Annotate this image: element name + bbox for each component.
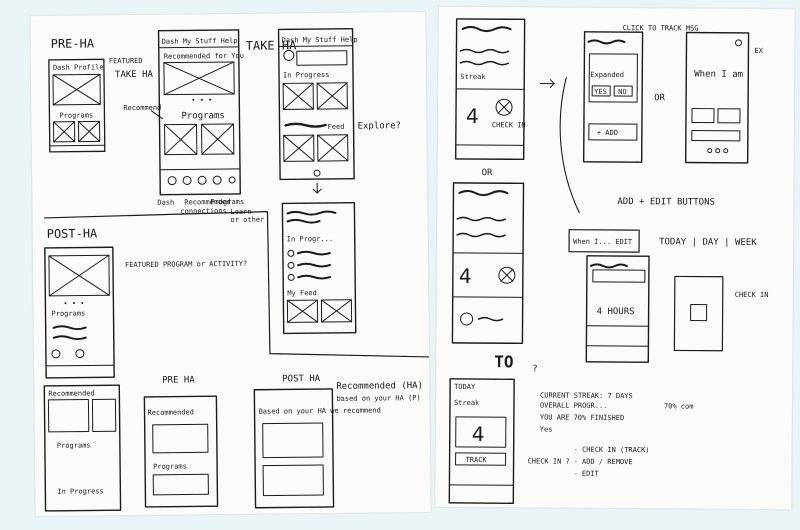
when-i-edit-label: When I... EDIT bbox=[573, 238, 633, 246]
recommended-for-you-label: Recommended for You bbox=[164, 52, 244, 61]
nav-label-programs: Programs bbox=[210, 198, 244, 206]
featured-label: FEATURED bbox=[109, 57, 143, 65]
yes-button[interactable]: YES bbox=[594, 88, 607, 96]
track-button[interactable]: TRACK bbox=[466, 456, 488, 464]
take-ha-big-label: TAKE HA bbox=[246, 38, 297, 53]
featured-program-label: FEATURED PROGRAM or ACTIVITY? bbox=[125, 260, 247, 269]
right-sketch-drawing: Streak 4 CHECK IN OR Expanded YES NO + A… bbox=[448, 18, 769, 504]
recommended-label: Recommended bbox=[48, 389, 94, 397]
post-ha-2-title: POST HA bbox=[282, 374, 321, 384]
four-big: 4 bbox=[472, 422, 485, 446]
when-i-am-label: When I am bbox=[694, 70, 743, 80]
phone-sketch-in-progress: Dash My Stuff Help In Progress bbox=[277, 28, 358, 181]
phone-sketch-recommended: Recommended Programs In Progress bbox=[43, 384, 122, 512]
check-in-question: CHECK IN ? bbox=[528, 457, 570, 465]
svg-text:• • •: • • • bbox=[63, 300, 84, 308]
add-edit-buttons-label: ADD + EDIT BUTTONS bbox=[617, 197, 715, 208]
phone-sketch-dashboard: Dash My Stuff Help Recommended for You •… bbox=[157, 29, 244, 196]
question-label: ? bbox=[532, 364, 537, 374]
in-progress-bottom-label: In Progress bbox=[57, 487, 103, 495]
action-add-remove: - ADD / REMOVE bbox=[574, 458, 633, 466]
mid-tabs-label: Dash My Stuff Help bbox=[162, 37, 238, 46]
note-yes: Yes bbox=[540, 425, 553, 433]
add-button[interactable]: + ADD bbox=[597, 129, 618, 137]
explore-label: Explore? bbox=[358, 121, 401, 131]
svg-text:• • •: • • • bbox=[191, 96, 212, 104]
ex-label: EX bbox=[754, 47, 763, 55]
nav-label-dash: Dash bbox=[157, 199, 174, 207]
action-check-in: - CHECK IN (TRACK) bbox=[574, 446, 650, 455]
phone-sketch-feed: In Progr... My Feed bbox=[281, 201, 357, 335]
nav-label-recommended: Recommended bbox=[184, 198, 230, 206]
my-feed-label: My Feed bbox=[287, 289, 317, 297]
streak-final-label: Streak bbox=[454, 399, 480, 407]
left-sketch-sheet: PRE-HA Dash Profile Programs FEATURED TA… bbox=[30, 11, 431, 517]
in-progress-2-label: In Progr... bbox=[287, 235, 333, 243]
note-current-streak: CURRENT STREAK: 7 DAYS bbox=[540, 391, 633, 400]
phone-sketch-pre-ha: Dash Profile Programs bbox=[48, 58, 106, 153]
programs-bottom-label: Programs bbox=[57, 441, 91, 449]
check-in-label: CHECK IN bbox=[492, 121, 526, 129]
dash-profile-label: Dash Profile bbox=[53, 63, 104, 72]
in-progress-label: In Progress bbox=[283, 71, 329, 79]
progress-note: 70% com bbox=[664, 402, 694, 410]
nav-label-other: or other bbox=[230, 216, 264, 224]
today-day-week-label: TODAY | DAY | WEEK bbox=[659, 237, 757, 248]
or-label-1: OR bbox=[482, 168, 493, 178]
phone-sketch-four-hours: 4 HOURS bbox=[585, 255, 650, 363]
svg-text:4: 4 bbox=[459, 264, 472, 288]
programs-post-label: Programs bbox=[51, 310, 85, 318]
day-count: 4 bbox=[466, 104, 479, 128]
no-button[interactable]: NO bbox=[618, 88, 626, 96]
right-sketch-sheet: Streak 4 CHECK IN OR Expanded YES NO + A… bbox=[435, 6, 795, 510]
or-label-2: OR bbox=[654, 93, 665, 103]
phone-sketch-post-ha-2: Based on your HA we recommend bbox=[253, 388, 381, 509]
based-on-ha-label: Based on your HA we recommend bbox=[259, 406, 381, 415]
streak-label: Streak bbox=[460, 73, 486, 81]
feed-label: Feed bbox=[328, 123, 345, 131]
recommended-ha-note: Recommended (HA) bbox=[336, 381, 423, 392]
phone-sketch-when-i-am: When I am bbox=[684, 31, 750, 164]
check-in-right-label: CHECK IN bbox=[735, 291, 769, 299]
phone-sketch-streak-2: 4 bbox=[451, 182, 525, 345]
programs-small-label: Programs bbox=[59, 111, 93, 119]
phone-sketch-pre-ha-2: Recommended Programs bbox=[143, 395, 219, 508]
post-ha-title: POST-HA bbox=[47, 226, 98, 241]
right-tabs-label: Dash My Stuff Help bbox=[282, 36, 358, 45]
pre-ha-2-title: PRE HA bbox=[162, 375, 195, 385]
phone-sketch-track-msg: Expanded YES NO + ADD bbox=[582, 31, 644, 163]
left-sketch-drawing: PRE-HA Dash Profile Programs FEATURED TA… bbox=[43, 28, 430, 512]
nav-label-connections: connections bbox=[180, 207, 226, 215]
phone-sketch-streak: Streak 4 CHECK IN bbox=[454, 18, 526, 161]
to-label: TO bbox=[494, 352, 513, 371]
expanded-label: Expanded bbox=[590, 71, 624, 79]
programs-mid-label: Programs bbox=[181, 111, 224, 121]
take-ha-small-label: TAKE HA bbox=[115, 70, 154, 80]
recommend-label: Recommend bbox=[123, 104, 161, 112]
note-percent-finished: YOU ARE 70% FINISHED bbox=[540, 413, 624, 422]
based-on-ha-p-note: based on your HA (P) bbox=[336, 394, 420, 403]
click-to-track-label: CLICK TO TRACK MSG bbox=[623, 24, 699, 33]
today-label: TODAY bbox=[454, 383, 476, 391]
recommended-2-label: Recommended bbox=[148, 408, 194, 416]
phone-sketch-final: TODAY Streak 4 TRACK bbox=[448, 378, 515, 504]
phone-sketch-post-ha: • • • Programs bbox=[44, 246, 115, 379]
pre-ha-title: PRE-HA bbox=[51, 36, 95, 50]
programs-2-label: Programs bbox=[153, 462, 187, 470]
four-hours-label: 4 HOURS bbox=[597, 307, 635, 317]
note-overall-progress: OVERALL PROGR... bbox=[540, 401, 607, 409]
action-edit: - EDIT bbox=[573, 470, 599, 478]
